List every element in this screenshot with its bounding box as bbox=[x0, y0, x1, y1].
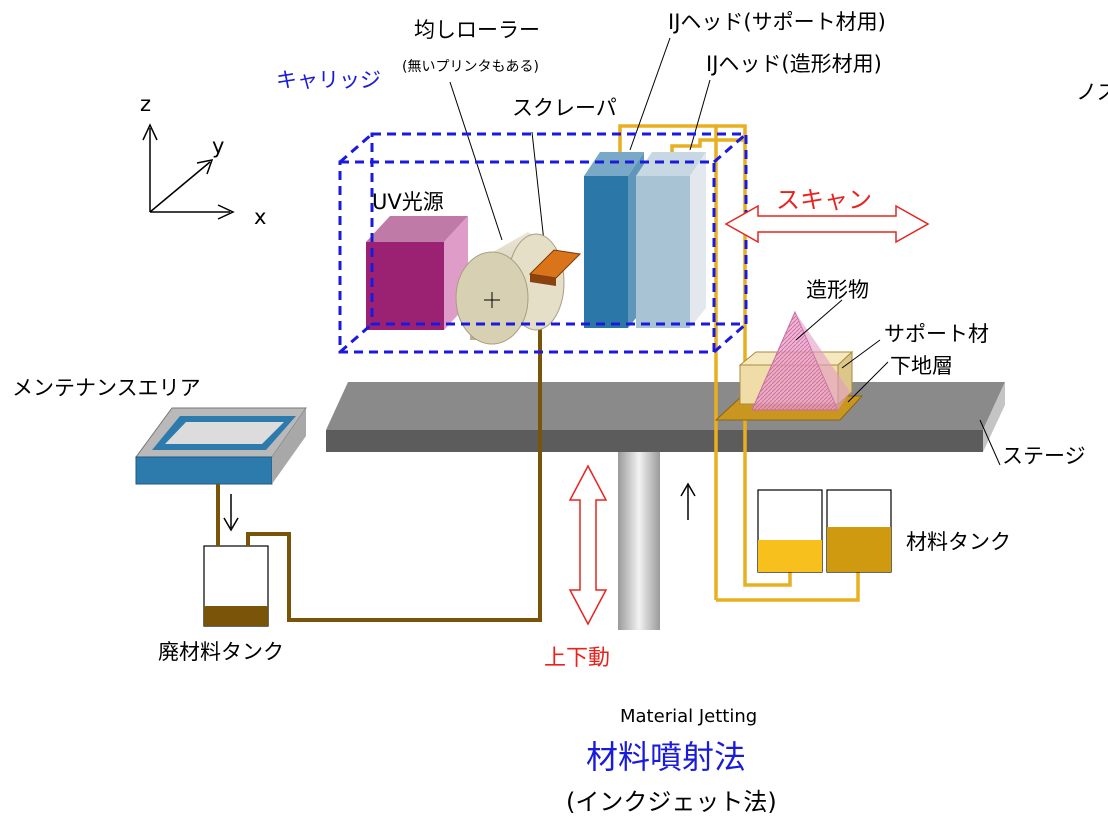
stage-up-arrow bbox=[680, 482, 696, 520]
uv-light-box bbox=[366, 216, 468, 330]
axis-y-label: y bbox=[212, 134, 225, 158]
scan-arrow bbox=[724, 204, 930, 244]
title-alt: (インクジェット法) bbox=[566, 788, 777, 816]
leveling-roller bbox=[455, 232, 565, 345]
scraper-label: スクレーパ bbox=[512, 96, 617, 120]
ij-head-support-label: IJヘッド(サポート材用) bbox=[668, 10, 886, 34]
up-down-label: 上下動 bbox=[544, 646, 611, 671]
uv-light-label: UV光源 bbox=[372, 190, 444, 214]
axis-x-label: x bbox=[254, 205, 267, 229]
model-object-label: 造形物 bbox=[806, 278, 869, 302]
axes-indicator bbox=[142, 123, 235, 220]
maintenance-tray bbox=[135, 407, 307, 485]
leveling-roller-label: 均しローラー bbox=[414, 18, 540, 42]
scan-label: スキャン bbox=[776, 186, 872, 214]
axis-z-label: z bbox=[140, 92, 152, 116]
material-tanks bbox=[618, 124, 892, 602]
stage-label: ステージ bbox=[1002, 444, 1086, 468]
scraper bbox=[528, 249, 582, 286]
waste-tank-label: 廃材料タンク bbox=[158, 640, 284, 664]
ij-head-model-label: IJヘッド(造形材用) bbox=[706, 52, 882, 76]
ij-head-model bbox=[636, 152, 706, 328]
waste-tank bbox=[203, 308, 542, 627]
title-japanese: 材料噴射法 bbox=[586, 738, 747, 776]
material-tank-label: 材料タンク bbox=[906, 530, 1011, 554]
stage-pillar bbox=[618, 452, 660, 630]
nozzle-label: ノズ bbox=[1076, 80, 1108, 104]
title-english: Material Jetting bbox=[620, 706, 758, 727]
up-down-arrow bbox=[568, 464, 608, 626]
build-object bbox=[714, 310, 864, 421]
support-material-label: サポート材 bbox=[884, 322, 989, 346]
ij-head-support bbox=[584, 152, 644, 328]
roller-note-label: (無いプリンタもある) bbox=[402, 59, 539, 75]
maintenance-area-label: メンテナンスエリア bbox=[12, 376, 201, 400]
base-layer-label: 下地層 bbox=[890, 354, 953, 378]
stage bbox=[326, 382, 1005, 452]
carriage-label: キャリッジ bbox=[276, 68, 381, 92]
